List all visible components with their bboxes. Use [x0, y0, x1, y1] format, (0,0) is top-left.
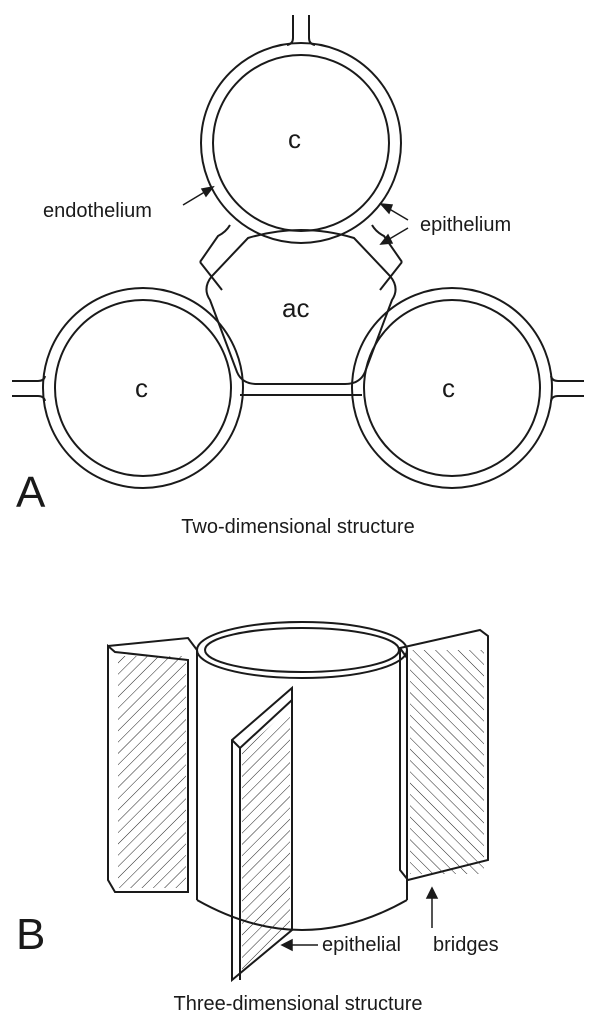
right-capillary-inner — [363, 299, 541, 477]
panel-b-diagram — [107, 621, 489, 983]
panel-b-letter: B — [16, 910, 46, 959]
panel-a-caption: Two-dimensional structure — [181, 516, 415, 538]
panel-a-letter: A — [16, 468, 46, 517]
right-capillary-outer — [351, 287, 553, 489]
cylinder-top-outer — [196, 621, 408, 679]
epithelial-label: epithelial — [322, 934, 401, 956]
right-hatch — [410, 650, 484, 874]
top-capillary-label: c — [288, 124, 301, 154]
bridges-label: bridges — [433, 934, 499, 956]
right-capillary-label: c — [442, 373, 455, 403]
left-capillary-outer — [42, 287, 244, 489]
left-capillary-inner — [54, 299, 232, 477]
top-capillary-inner — [212, 54, 390, 232]
endothelium-label: endothelium — [43, 200, 152, 222]
top-capillary-outer — [200, 42, 402, 244]
alveolar-space-label: ac — [282, 293, 310, 323]
alveolar-space — [205, 229, 397, 385]
left-capillary-label: c — [135, 373, 148, 403]
left-hatch — [118, 656, 186, 888]
front-hatch — [242, 708, 290, 975]
epithelium-label: epithelium — [420, 214, 512, 236]
cylinder-top-inner — [204, 627, 400, 673]
panel-b-caption: Three-dimensional structure — [173, 993, 423, 1015]
